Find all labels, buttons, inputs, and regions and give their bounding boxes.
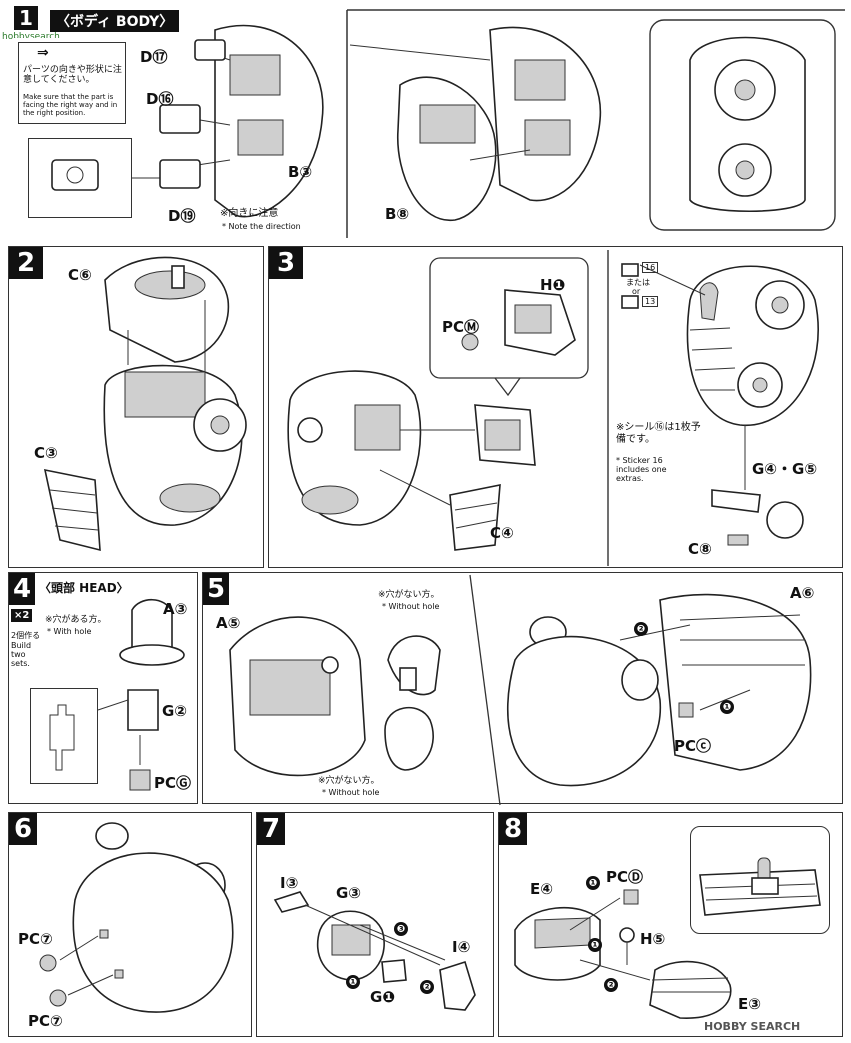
site-logo: hobbysearch: [2, 32, 60, 42]
part-label-d19: D⑲: [168, 207, 196, 225]
step3-number: 3: [269, 247, 303, 279]
part-label-pc7-top: PC⑦: [18, 930, 53, 948]
step1-detail-box: [28, 138, 132, 218]
step1-direction-jp: ※向きに注意: [220, 208, 279, 219]
sticker-note-jp: ※シール⑯は1枚予備です。: [616, 422, 701, 445]
part-label-pcg: PCⒼ: [154, 774, 192, 792]
header-step-number: 1: [14, 6, 38, 30]
step7-order-3: ❸: [394, 922, 408, 936]
part-label-i4: I④: [452, 938, 471, 956]
part-label-pcc: PCⓒ: [674, 737, 712, 755]
step8-order-1b: ❶: [588, 938, 602, 952]
part-label-d16: D⑯: [146, 90, 174, 108]
part-label-pcm: PCⓂ: [442, 318, 480, 336]
part-label-g4g5: G④・G⑤: [752, 460, 818, 478]
part-label-d17: D⑰: [140, 48, 168, 66]
part-label-h5: H⑤: [640, 930, 666, 948]
step7-number: 7: [257, 813, 285, 845]
sticker-or-jp: または: [626, 278, 650, 287]
step4-title: 〈頭部 HEAD〉: [39, 581, 129, 595]
step5-nohole-jp-bottom: ※穴がない方。: [318, 776, 380, 786]
part-label-pc7-bottom: PC⑦: [28, 1012, 63, 1030]
part-label-b8: B⑧: [385, 205, 410, 223]
step4-detail-box: [30, 688, 98, 784]
step5-nohole-en-top: * Without hole: [382, 602, 440, 611]
watermark: HOBBY SEARCH: [704, 1020, 801, 1033]
part-label-b3: B③: [288, 163, 313, 181]
step1-note-jp: パーツの向きや形状に注意してください。: [23, 65, 122, 86]
step8-order-1a: ❶: [586, 876, 600, 890]
part-label-g2: G②: [162, 702, 188, 720]
part-label-i3: I③: [280, 874, 299, 892]
part-label-a5: A⑤: [216, 614, 241, 632]
sticker-b-number: 13: [642, 296, 659, 308]
part-label-c6: C⑥: [68, 266, 92, 284]
part-label-e4: E④: [530, 880, 553, 898]
step1-note-box: ⇒ パーツの向きや形状に注意してください。 Make sure that the…: [18, 42, 126, 124]
step5-nohole-en-bottom: * Without hole: [322, 788, 380, 797]
part-label-g1: G❶: [370, 988, 396, 1006]
step5-number: 5: [203, 573, 229, 605]
part-label-h1: H❶: [540, 276, 566, 294]
step2-number: 2: [9, 247, 43, 279]
part-label-pcd: PCⒹ: [606, 868, 644, 886]
step4-x2: ×2: [11, 609, 33, 622]
step1-direction-en: * Note the direction: [222, 222, 301, 231]
header-title: 〈ボディ BODY〉: [50, 10, 180, 32]
part-label-e3: E③: [738, 995, 761, 1013]
part-label-a6: A⑥: [790, 584, 815, 602]
step5-nohole-jp-top: ※穴がない方。: [378, 590, 440, 600]
step4-build-en: Build two sets.: [11, 641, 32, 669]
step7-order-1: ❶: [346, 975, 360, 989]
part-label-c8: C⑧: [688, 540, 712, 558]
step1-note-en: Make sure that the part is facing the ri…: [23, 93, 118, 118]
sticker-note-en: * Sticker 16 includes one extras.: [616, 456, 667, 484]
part-label-g3: G③: [336, 884, 362, 902]
sticker-or-en: or: [632, 287, 641, 296]
step4-hole-en: * With hole: [47, 627, 92, 636]
sticker-a-number: 16: [642, 262, 659, 274]
step6-number: 6: [9, 813, 37, 845]
step4-number: 4: [9, 573, 35, 605]
step5-order-1: ❶: [720, 700, 734, 714]
step5-order-2: ❷: [634, 622, 648, 636]
step4-build-jp: 2個作る: [11, 631, 41, 640]
part-label-c4: C④: [490, 524, 514, 542]
step7-order-2: ❷: [420, 980, 434, 994]
step8-order-2: ❷: [604, 978, 618, 992]
part-label-a3: A③: [163, 600, 188, 618]
step4-hole-jp: ※穴がある方。: [45, 615, 107, 625]
step8-number: 8: [499, 813, 527, 845]
part-label-c3: C③: [34, 444, 58, 462]
